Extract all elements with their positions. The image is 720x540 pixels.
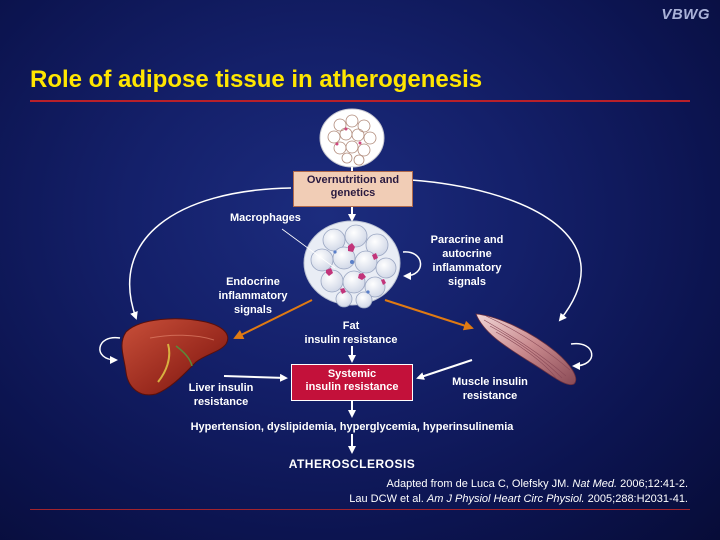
liver-loop-arrow	[99, 336, 121, 364]
references: Adapted from de Luca C, Olefsky JM. Nat …	[349, 477, 688, 507]
fat-line1: Fat	[342, 320, 360, 332]
paracrine-line3: inflammatory	[432, 262, 502, 274]
reference-2-journal: Am J Physiol Heart Circ Physiol.	[426, 493, 585, 505]
reference-1: Adapted from de Luca C, Olefsky JM. Nat …	[349, 477, 688, 492]
reference-1-citation: 2006;12:41-2.	[617, 478, 688, 490]
signal-arrow-to-muscle	[384, 299, 474, 331]
paracrine-line2: autocrine	[442, 248, 492, 260]
title-divider	[30, 100, 690, 102]
adipocyte-cluster-small-icon	[319, 108, 385, 168]
footer-divider	[30, 509, 690, 510]
endocrine-label: Endocrine inflammatory signals	[212, 275, 294, 317]
reference-2-citation: 2005;288:H2031-41.	[584, 493, 688, 505]
fat-line2: insulin resistance	[304, 334, 398, 346]
muscle-line1: Muscle insulin	[452, 376, 528, 388]
left-loop-arc	[129, 187, 292, 320]
reference-1-journal: Nat Med.	[572, 478, 618, 490]
right-loop-arc	[410, 179, 582, 322]
paracrine-line4: signals	[448, 276, 486, 288]
endocrine-line2: inflammatory	[218, 290, 288, 302]
liver-line2: resistance	[193, 396, 249, 408]
systemic-line1: Systemic	[327, 368, 377, 380]
outcomes-label: Hypertension, dyslipidemia, hyperglycemi…	[190, 421, 514, 433]
adipose-tissue-macrophage-icon	[303, 220, 401, 309]
overnutrition-box: Overnutrition and genetics	[293, 171, 413, 207]
paracrine-label: Paracrine and autocrine inflammatory sig…	[424, 233, 510, 289]
reference-1-authors: Adapted from de Luca C, Olefsky JM.	[386, 478, 573, 490]
atherosclerosis-label: ATHEROSCLEROSIS	[288, 457, 416, 471]
overnutrition-line1: Overnutrition and	[306, 174, 400, 186]
liver-insulin-resistance-label: Liver insulin resistance	[180, 381, 262, 409]
muscle-icon	[475, 313, 577, 386]
arrow-muscle-to-systemic	[416, 359, 473, 380]
overnutrition-line2: genetics	[330, 187, 376, 199]
endocrine-line1: Endocrine	[226, 276, 280, 288]
muscle-line2: resistance	[462, 390, 518, 402]
muscle-loop-arrow	[570, 342, 593, 370]
liver-icon	[121, 318, 229, 396]
paracrine-loop-arrow	[402, 251, 422, 280]
liver-line1: Liver insulin	[188, 382, 254, 394]
reference-2-authors: Lau DCW et al.	[349, 493, 427, 505]
reference-2: Lau DCW et al. Am J Physiol Heart Circ P…	[349, 492, 688, 507]
signal-arrow-to-liver	[233, 299, 313, 339]
endocrine-line3: signals	[234, 304, 272, 316]
macrophage-pointer	[281, 228, 336, 269]
arrow-liver-to-systemic	[223, 373, 288, 382]
systemic-insulin-resistance-box: Systemic insulin resistance	[291, 364, 413, 401]
fat-insulin-resistance-label: Fat insulin resistance	[296, 319, 406, 347]
vbwg-logo: VBWG	[661, 6, 710, 23]
macrophages-label: Macrophages	[230, 212, 301, 224]
slide-title: Role of adipose tissue in atherogenesis	[30, 66, 483, 93]
paracrine-line1: Paracrine and	[430, 234, 504, 246]
systemic-line2: insulin resistance	[305, 381, 399, 393]
muscle-insulin-resistance-label: Muscle insulin resistance	[444, 375, 536, 403]
